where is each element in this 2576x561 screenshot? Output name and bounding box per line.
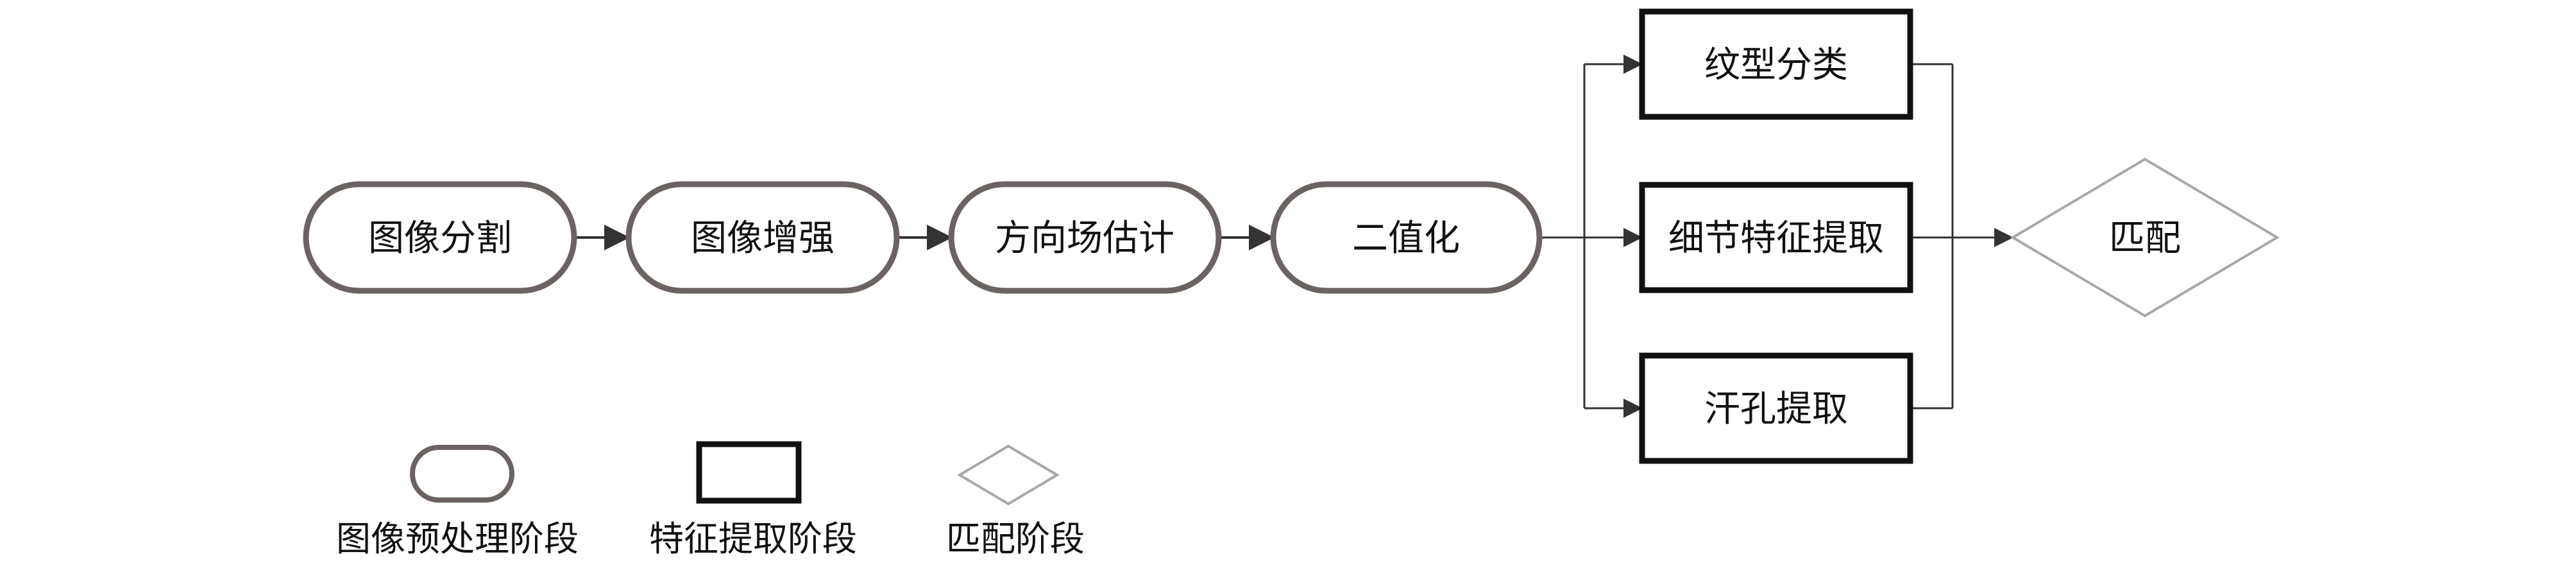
legend-preprocess-label: 图像预处理阶段: [336, 519, 579, 559]
preprocess-step-3-label: 方向场估计: [995, 218, 1174, 259]
merge-connectors: [1910, 63, 2013, 410]
match-step: 匹配: [2010, 157, 2280, 318]
preprocess-step-1: 图像分割: [303, 181, 577, 294]
preprocess-step-1-label: 图像分割: [368, 218, 512, 259]
legend-match-label: 匹配阶段: [946, 519, 1085, 559]
legend-feature-swatch: [696, 441, 802, 504]
legend-feature-label: 特征提取阶段: [649, 519, 857, 559]
preprocess-step-4-label: 二值化: [1352, 218, 1460, 259]
legend-match-swatch: [957, 444, 1060, 506]
preprocess-step-2-label: 图像增强: [691, 218, 835, 259]
preprocess-step-3: 方向场估计: [948, 181, 1222, 294]
preprocess-step-2: 图像增强: [625, 181, 900, 294]
legend-preprocess: 图像预处理阶段: [336, 445, 579, 559]
legend-preprocess-swatch: [410, 445, 514, 503]
feature-step-1: 纹型分类: [1639, 8, 1913, 120]
feature-step-3: 汗孔提取: [1639, 352, 1913, 464]
preprocess-step-4: 二值化: [1270, 181, 1543, 294]
match-step-label: 匹配: [2109, 218, 2181, 259]
legend: 图像预处理阶段 特征提取阶段 匹配阶段: [336, 441, 1085, 559]
feature-step-1-label: 纹型分类: [1704, 44, 1848, 86]
legend-match: 匹配阶段: [946, 444, 1085, 559]
feature-step-3-label: 汗孔提取: [1704, 388, 1848, 430]
feature-step-2-label: 细节特征提取: [1668, 218, 1884, 259]
legend-feature: 特征提取阶段: [649, 441, 857, 559]
split-connectors: [1539, 55, 1643, 418]
feature-step-2: 细节特征提取: [1639, 182, 1913, 293]
